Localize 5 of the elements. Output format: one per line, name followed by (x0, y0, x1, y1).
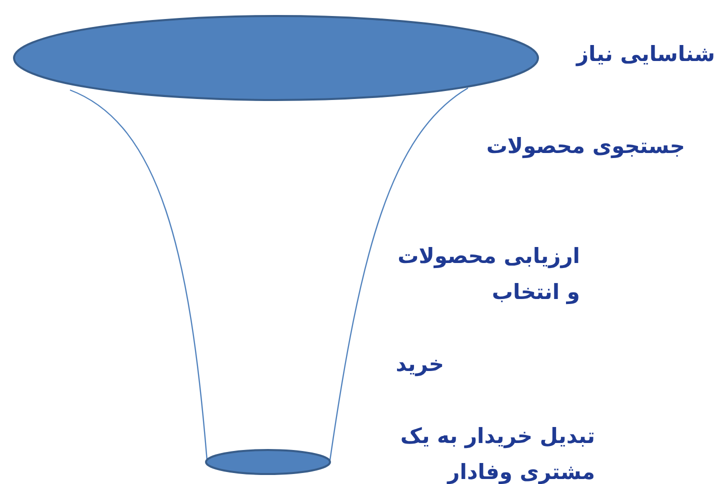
stage-label: شناسایی نیاز (574, 41, 715, 68)
stage-label: تبدیل خریدار به یک مشتری وفادار (399, 423, 595, 484)
stage-label: خرید (394, 351, 444, 378)
stage-label: ارزیابی محصولات و انتخاب (396, 243, 580, 306)
stage-label: جستجوی محصولات (485, 133, 685, 160)
